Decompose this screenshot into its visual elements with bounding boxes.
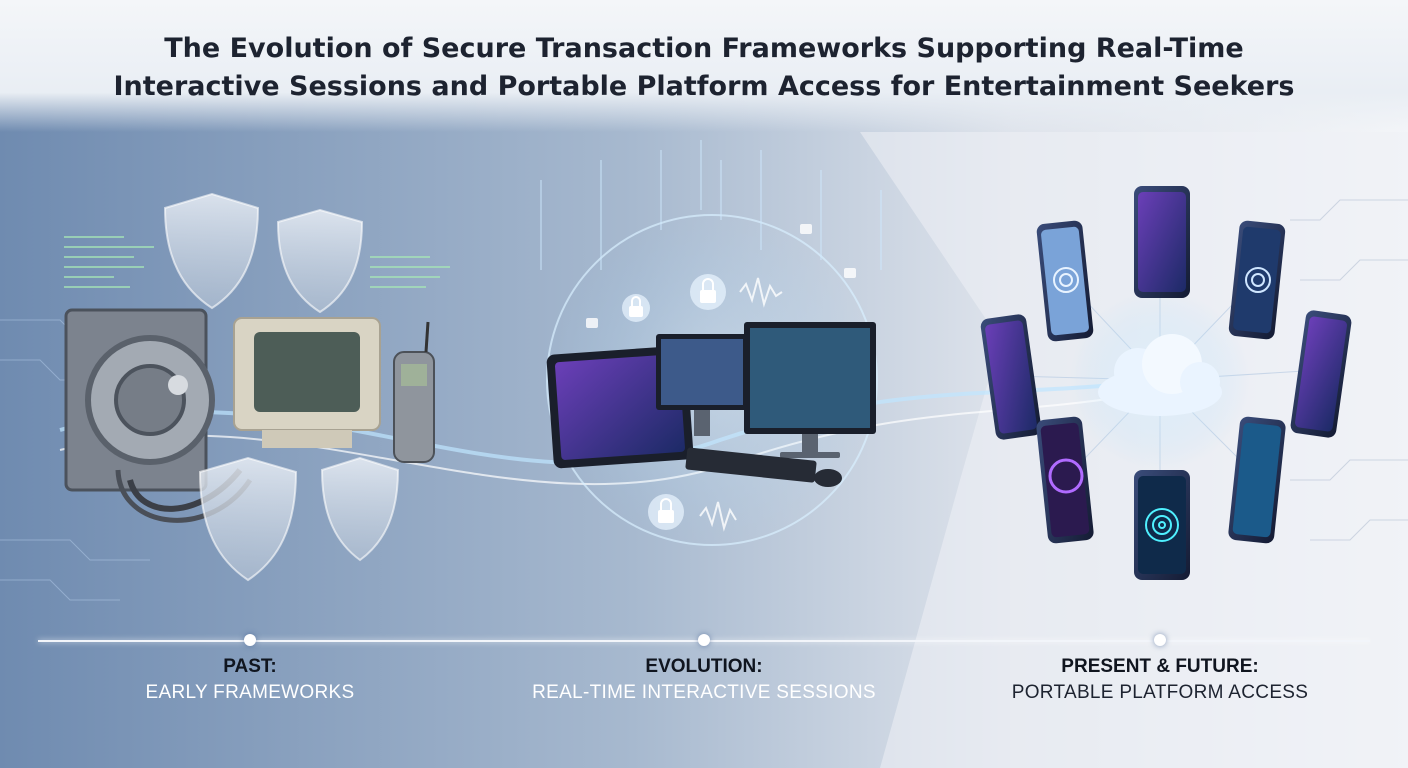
- timeline-dot-present: [1154, 634, 1166, 646]
- crt-monitor-icon: [233, 317, 381, 448]
- fingerprint-icon: [1145, 508, 1179, 542]
- stage-past: PAST: EARLY FRAMEWORKS: [40, 654, 460, 706]
- tablet-icon: [546, 345, 694, 469]
- title-band: [0, 0, 1408, 132]
- code-lines: [64, 236, 450, 288]
- shield-icon: [320, 456, 400, 562]
- mouse-icon: [814, 469, 842, 487]
- padlock-icon: [586, 224, 856, 328]
- circuit-lines-right: [1290, 199, 1408, 541]
- smartphone-icon: [1134, 186, 1190, 298]
- stage-present-future: PRESENT & FUTURE: PORTABLE PLATFORM ACCE…: [950, 654, 1370, 706]
- padlock-icon: [622, 294, 650, 322]
- desktop-monitor-icon: [656, 334, 748, 436]
- keyboard-icon: [685, 447, 817, 483]
- stage-heading: PRESENT & FUTURE:: [1061, 656, 1259, 677]
- smartphone-icon: [1036, 220, 1094, 342]
- stage-heading: EVOLUTION:: [645, 656, 763, 677]
- stage-label: REAL-TIME INTERACTIVE SESSIONS: [532, 682, 876, 703]
- shield-icon: [163, 192, 260, 310]
- page-title: The Evolution of Secure Transaction Fram…: [40, 30, 1368, 106]
- smartphone-icon: [1228, 220, 1286, 340]
- smartphone-icon: [980, 314, 1042, 440]
- vault-icon: [64, 308, 215, 492]
- binary-rain: [540, 140, 882, 270]
- padlock-icon: [648, 494, 684, 530]
- fingerprint-icon: [1053, 267, 1079, 293]
- mobile-phone-icon: [393, 321, 435, 463]
- title-line-2: Interactive Sessions and Portable Platfo…: [113, 71, 1295, 102]
- fingerprint-icon: [1245, 267, 1271, 293]
- smartphone-icon: [1290, 310, 1352, 438]
- cloud-icon: [1098, 334, 1222, 416]
- desktop-monitor-icon: [744, 322, 876, 458]
- timeline-dot-past: [244, 634, 256, 646]
- smartphone-icon: [1036, 416, 1094, 544]
- stage-heading: PAST:: [223, 656, 277, 677]
- padlock-icon: [690, 274, 726, 310]
- security-bubble: [546, 214, 878, 546]
- stage-label: PORTABLE PLATFORM ACCESS: [1011, 682, 1309, 703]
- smartphone-icon: [1228, 416, 1286, 544]
- shield-icon: [276, 208, 364, 314]
- title-line-1: The Evolution of Secure Transaction Fram…: [164, 33, 1244, 64]
- smartphone-icon: [1134, 470, 1190, 580]
- stage-evolution: EVOLUTION: REAL-TIME INTERACTIVE SESSION…: [494, 654, 914, 706]
- shield-icon: [198, 456, 298, 582]
- timeline-dot-evolution: [698, 634, 710, 646]
- stage-label: EARLY FRAMEWORKS: [145, 682, 355, 703]
